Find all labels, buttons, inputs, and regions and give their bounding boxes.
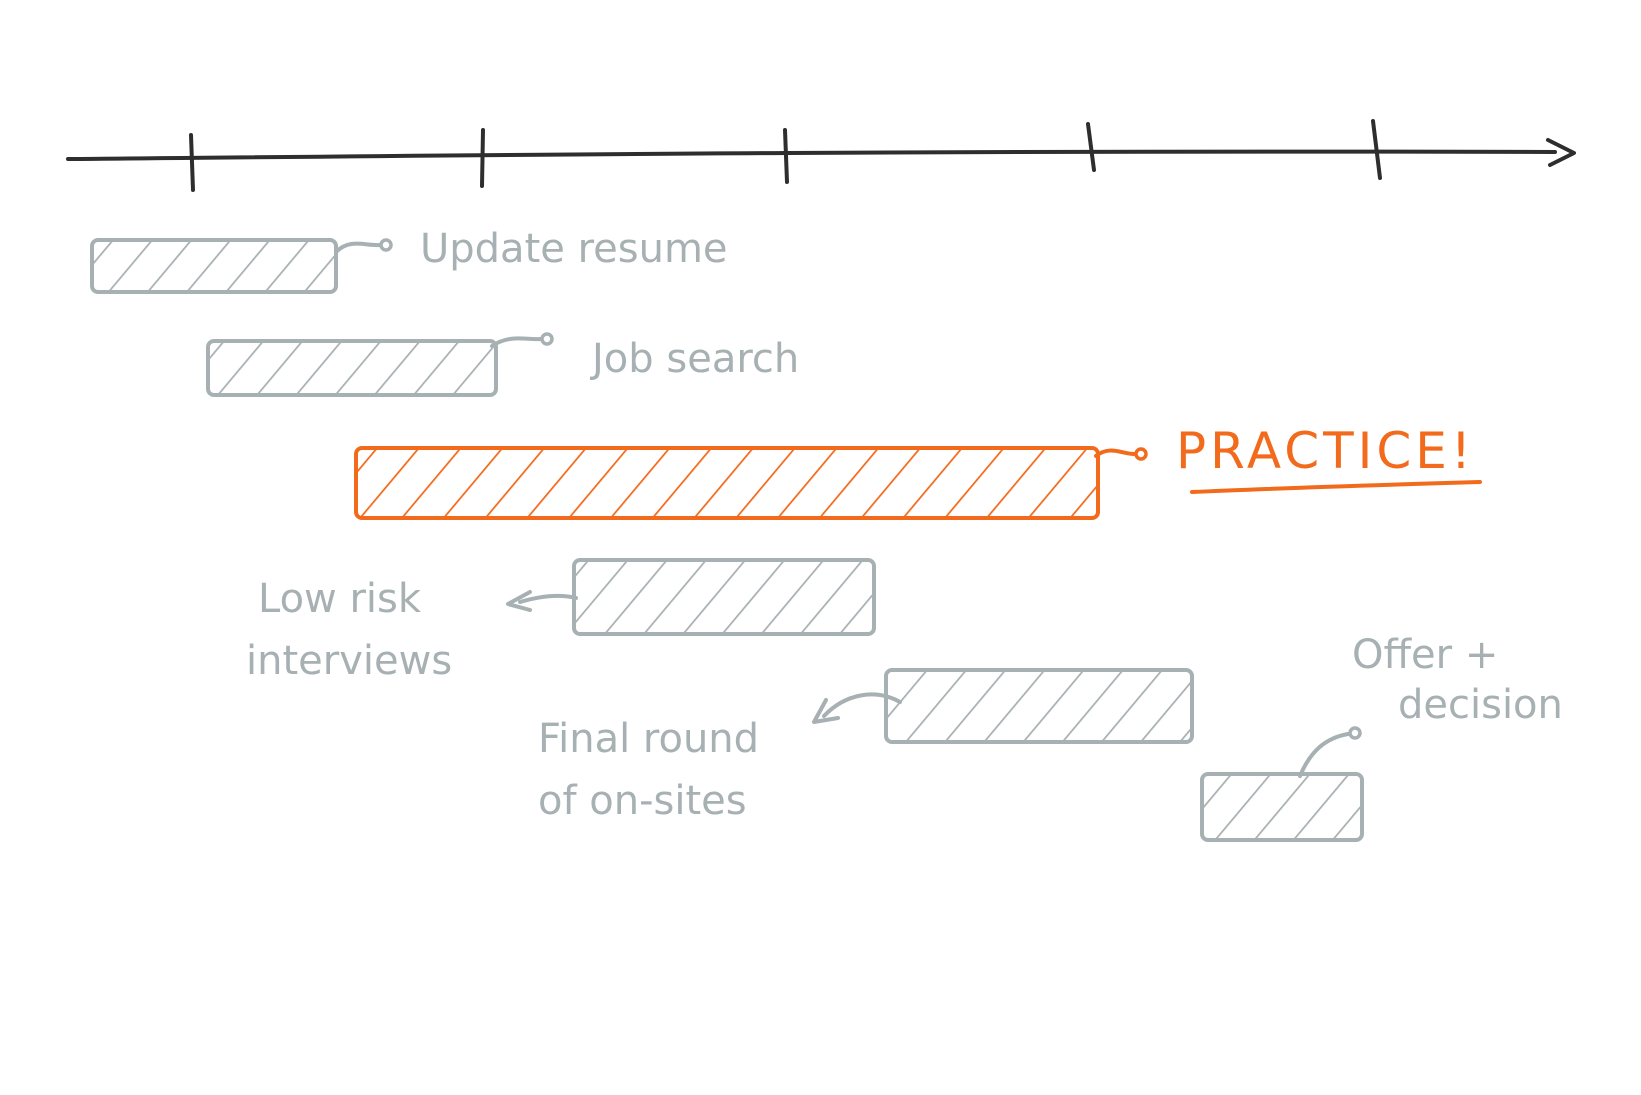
- connector-arrow-icon: [490, 336, 542, 348]
- task-bar: [354, 446, 1100, 520]
- task-label-low-risk-interviews: Low risk: [258, 576, 422, 622]
- task-low-risk-interviews: Low risk interviews: [246, 558, 876, 684]
- task-final-round: Final round of on-sites: [538, 668, 1194, 824]
- task-label-job-search: Job search: [589, 336, 799, 382]
- axis-tick-2: [480, 128, 485, 188]
- connector-arrow-icon: [334, 241, 382, 254]
- axis-line: [66, 149, 1557, 161]
- task-bar: [884, 668, 1194, 744]
- task-label-practice: PRACTICE!: [1176, 422, 1475, 480]
- task-bar: [206, 339, 498, 397]
- connector-arrow-icon: [1298, 732, 1350, 778]
- task-offer-decision: Offer + decision: [1200, 632, 1563, 842]
- axis-arrowhead-icon: [1546, 138, 1576, 167]
- connector-end-icon: [1134, 447, 1148, 461]
- task-label-low-risk-interviews-line-2: interviews: [246, 638, 452, 684]
- task-label-update-resume: Update resume: [420, 226, 728, 272]
- time-axis: [66, 119, 1576, 192]
- practice-underline: [1190, 480, 1482, 494]
- connector-end-icon: [540, 332, 554, 346]
- task-job-search: Job search: [206, 332, 799, 397]
- task-bar: [1200, 772, 1364, 842]
- connector-end-icon: [1348, 726, 1362, 740]
- connector-end-icon: [379, 238, 393, 252]
- task-bar: [572, 558, 876, 636]
- axis-tick-4: [1086, 122, 1096, 172]
- connector-arrow-icon: [822, 692, 902, 718]
- connector-arrowhead-icon: [812, 698, 840, 724]
- task-label-offer-decision-line-2: decision: [1398, 682, 1563, 728]
- task-bar: [90, 238, 338, 294]
- axis-tick-5: [1371, 119, 1382, 180]
- axis-tick-3: [783, 128, 789, 184]
- task-label-final-round-line-2: of on-sites: [538, 778, 747, 824]
- connector-arrow-icon: [518, 593, 578, 604]
- connector-arrowhead-icon: [506, 590, 532, 612]
- task-label-final-round: Final round: [538, 716, 759, 762]
- task-update-resume: Update resume: [90, 226, 728, 294]
- axis-tick-1: [189, 133, 195, 192]
- connector-arrow-icon: [1094, 448, 1136, 458]
- task-label-offer-decision: Offer +: [1352, 632, 1498, 678]
- task-practice: PRACTICE!: [354, 422, 1482, 520]
